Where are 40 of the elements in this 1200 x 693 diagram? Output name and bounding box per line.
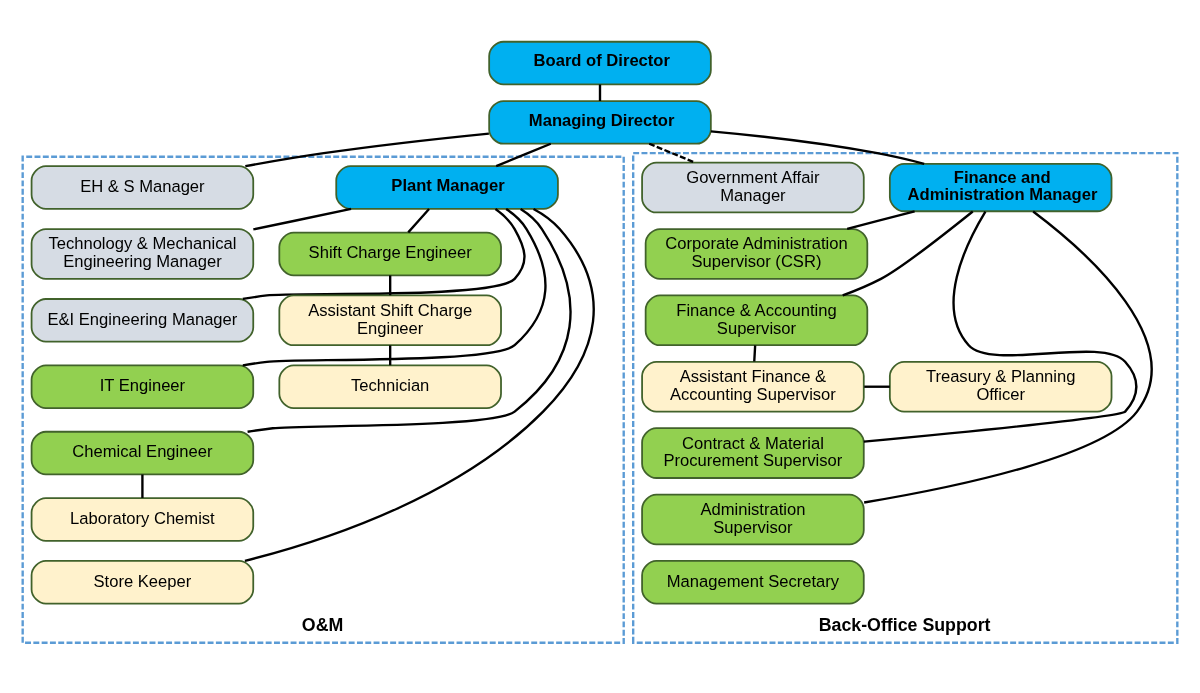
connector bbox=[864, 385, 890, 388]
node-box: EH & S Manager bbox=[30, 164, 255, 210]
connector bbox=[244, 207, 595, 562]
node-box: Contract & Material Procurement Supervisor bbox=[641, 426, 865, 479]
node-box: E&I Engineering Manager bbox=[30, 297, 255, 343]
connector bbox=[253, 207, 352, 231]
node-box: Corporate Administration Supervisor (CSR) bbox=[644, 227, 869, 280]
node-box: Store Keeper bbox=[30, 559, 255, 605]
connector bbox=[407, 207, 430, 233]
node-box: Plant Manager bbox=[335, 164, 559, 210]
connector bbox=[495, 142, 552, 167]
connector bbox=[389, 344, 392, 365]
connector bbox=[863, 210, 1138, 443]
connector bbox=[247, 207, 572, 433]
node-box: Government Affair Manager bbox=[641, 161, 865, 213]
connector bbox=[389, 274, 392, 295]
node-box: Management Secretary bbox=[641, 559, 865, 605]
connector bbox=[245, 131, 489, 167]
node-box: IT Engineer bbox=[30, 364, 255, 409]
connector bbox=[242, 207, 526, 300]
connector bbox=[753, 344, 757, 362]
node-box: Board of Director bbox=[488, 40, 712, 85]
node-box: Technician bbox=[278, 364, 502, 409]
node-box: Chemical Engineer bbox=[30, 430, 255, 475]
node-box: Managing Director bbox=[488, 99, 712, 145]
connector bbox=[141, 474, 144, 498]
node-box: Technology & Mechanical Engineering Manager bbox=[30, 227, 255, 280]
node-box: Laboratory Chemist bbox=[30, 496, 255, 542]
node-box: Administration Supervisor bbox=[641, 493, 865, 545]
node-box: Assistant Finance & Accounting Supervisor bbox=[641, 360, 865, 412]
node-box: Finance and Administration Manager bbox=[888, 162, 1113, 212]
connector bbox=[842, 210, 974, 296]
connector bbox=[846, 209, 915, 230]
node-box: Shift Charge Engineer bbox=[278, 231, 502, 276]
node-box: Finance & Accounting Supervisor bbox=[644, 294, 869, 346]
connector bbox=[242, 207, 547, 366]
connector bbox=[710, 129, 925, 165]
connector bbox=[863, 210, 1153, 504]
node-box: Assistant Shift Charge Engineer bbox=[278, 294, 502, 346]
node-box: Treasury & Planning Officer bbox=[888, 360, 1113, 412]
